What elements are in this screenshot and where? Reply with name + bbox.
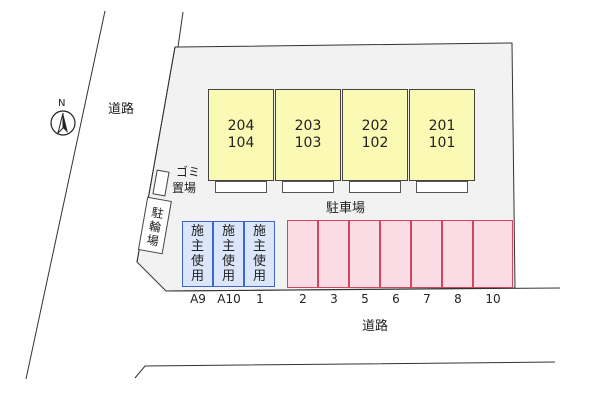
space-number: A10 <box>217 292 241 306</box>
unit-upper-number: 204 <box>227 118 255 134</box>
compass-north-label: N <box>58 98 66 109</box>
south-road-label: 道路 <box>362 319 389 334</box>
owner-use-char: 使 <box>221 254 235 269</box>
unit-lower-number: 102 <box>361 135 389 151</box>
unit-lower-number: 104 <box>227 135 255 151</box>
parking-space <box>349 220 380 288</box>
balcony <box>416 181 468 193</box>
space-number: 7 <box>423 292 431 306</box>
unit-lower-number: 103 <box>294 135 322 151</box>
owner-use-char: 施 <box>190 224 204 239</box>
parking-space <box>287 220 318 288</box>
parking-space <box>473 220 513 288</box>
space-number: 5 <box>361 292 369 306</box>
north-compass-icon <box>50 110 76 136</box>
owner-use-space: 施 主 使 用 <box>244 221 275 287</box>
building-unit: 204 104 <box>208 89 274 181</box>
garbage-area-label-top: ゴミ <box>176 165 201 179</box>
balcony <box>282 181 334 193</box>
parking-space <box>442 220 473 288</box>
space-number: A9 <box>190 292 206 306</box>
space-number: 3 <box>330 292 338 306</box>
unit-upper-number: 202 <box>361 118 389 134</box>
space-number: 2 <box>299 292 307 306</box>
unit-upper-number: 203 <box>294 118 322 134</box>
owner-use-char: 主 <box>252 239 266 254</box>
owner-use-char: 用 <box>190 269 204 284</box>
garbage-area-box <box>152 169 170 197</box>
bicycle-parking-char: 場 <box>145 232 160 249</box>
building-unit: 203 103 <box>275 89 341 181</box>
owner-use-char: 使 <box>252 254 266 269</box>
unit-upper-number: 201 <box>428 118 456 134</box>
bicycle-parking-box <box>137 196 172 255</box>
south-road-edge-south <box>134 361 556 379</box>
space-number: 6 <box>392 292 400 306</box>
parking-space <box>380 220 411 288</box>
parking-label: 駐車場 <box>326 201 366 216</box>
unit-lower-number: 101 <box>428 135 456 151</box>
owner-use-space: 施 主 使 用 <box>213 221 244 287</box>
owner-use-char: 主 <box>190 239 204 254</box>
owner-use-char: 施 <box>252 224 266 239</box>
owner-use-char: 用 <box>221 269 235 284</box>
garbage-area-label-bottom: 置場 <box>172 181 197 195</box>
building-unit: 201 101 <box>409 89 475 181</box>
balcony <box>215 181 267 193</box>
owner-use-char: 用 <box>252 269 266 284</box>
owner-use-char: 施 <box>221 224 235 239</box>
parking-space <box>411 220 442 288</box>
space-number: 1 <box>256 292 264 306</box>
west-road-edge <box>25 10 106 380</box>
balcony <box>349 181 401 193</box>
space-number: 10 <box>485 292 501 306</box>
south-road-edge-north <box>165 287 561 292</box>
west-road-edge-east <box>177 11 184 48</box>
owner-use-space: 施 主 使 用 <box>182 221 213 287</box>
building-unit: 202 102 <box>342 89 408 181</box>
parking-space <box>318 220 349 288</box>
space-number: 8 <box>454 292 462 306</box>
owner-use-char: 使 <box>190 254 204 269</box>
owner-use-char: 主 <box>221 239 235 254</box>
west-road-label: 道路 <box>108 102 135 117</box>
